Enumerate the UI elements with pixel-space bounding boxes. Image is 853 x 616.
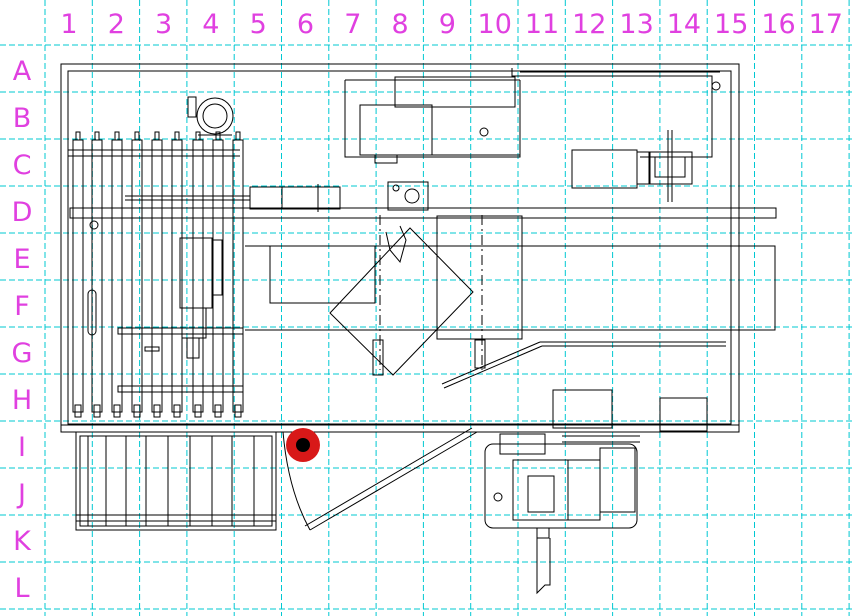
column-label: 10 xyxy=(478,9,512,40)
roller-foot xyxy=(194,404,202,418)
column-label: 2 xyxy=(108,9,125,40)
roller xyxy=(91,139,103,413)
rail-d xyxy=(69,195,777,219)
motor-d5 xyxy=(249,184,341,212)
row-label: J xyxy=(16,479,26,510)
diagonal-guide xyxy=(441,341,726,389)
roller-cap xyxy=(235,131,241,141)
machine-layout xyxy=(60,63,777,595)
roller-foot xyxy=(173,404,181,418)
motor-c13 xyxy=(571,130,693,202)
roller-cap xyxy=(94,131,100,141)
column-label: 11 xyxy=(525,9,559,40)
roller-foot xyxy=(93,404,101,418)
roller xyxy=(151,139,163,413)
conveyor-outline xyxy=(245,215,776,376)
top-right-unit xyxy=(344,68,721,164)
roller xyxy=(131,139,143,413)
column-label: 3 xyxy=(155,9,172,40)
row-label: H xyxy=(12,385,32,416)
roller xyxy=(111,139,123,413)
roller xyxy=(72,139,84,413)
roller xyxy=(192,139,204,413)
row-label: I xyxy=(18,432,26,463)
column-label: 15 xyxy=(714,9,748,40)
roller-cap xyxy=(114,131,120,141)
roller-cap xyxy=(134,131,140,141)
infeed-cage xyxy=(75,431,277,531)
column-label: 8 xyxy=(392,9,409,40)
row-label: D xyxy=(12,197,33,228)
row-label: C xyxy=(13,150,32,181)
row-label: L xyxy=(14,573,29,604)
roller-foot xyxy=(74,404,82,418)
column-label: 6 xyxy=(297,9,314,40)
vertical-rollers xyxy=(72,131,244,418)
row-label: A xyxy=(13,56,32,87)
drive-unit xyxy=(484,433,638,595)
roller-foot xyxy=(113,404,121,418)
column-label: 5 xyxy=(250,9,267,40)
column-label: 16 xyxy=(761,9,795,40)
row-label: E xyxy=(13,244,30,275)
roller-cap xyxy=(75,131,81,141)
column-label: 4 xyxy=(202,9,219,40)
roller-foot xyxy=(234,404,242,418)
box-h12 xyxy=(552,389,613,429)
gearbox-d8 xyxy=(387,181,429,211)
outer-frame xyxy=(60,63,740,433)
column-label: 1 xyxy=(60,9,77,40)
inner-frame xyxy=(67,70,732,425)
column-label: 14 xyxy=(667,9,701,40)
column-label: 13 xyxy=(619,9,653,40)
row-label: B xyxy=(13,103,32,134)
row-label: F xyxy=(14,291,30,322)
row-label: K xyxy=(13,526,32,557)
actuator-e4 xyxy=(179,237,223,359)
roller-cap xyxy=(215,131,221,141)
red-location-marker-icon xyxy=(286,428,320,462)
roller-foot xyxy=(153,404,161,418)
row-label: G xyxy=(12,338,33,369)
roller-foot xyxy=(214,404,222,418)
round-motor-b4 xyxy=(187,96,234,136)
swing-door xyxy=(282,427,478,531)
roller-foot xyxy=(133,404,141,418)
column-label: 17 xyxy=(809,9,843,40)
column-label: 9 xyxy=(439,9,456,40)
roller-cap xyxy=(174,131,180,141)
box-h14 xyxy=(659,397,708,432)
column-label: 7 xyxy=(344,9,361,40)
roller-cap xyxy=(154,131,160,141)
column-label: 12 xyxy=(572,9,606,40)
roller-cap xyxy=(195,131,201,141)
